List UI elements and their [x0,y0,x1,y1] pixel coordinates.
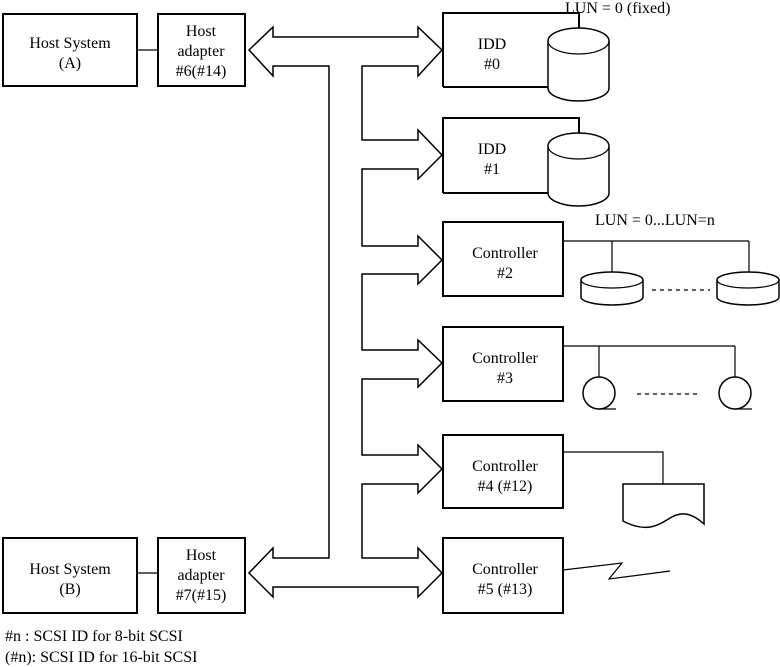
controller-5-label: Controller [472,561,538,578]
host-system-a: Host System (A) [2,13,138,87]
disk-icon [580,271,644,306]
idd-1-label: IDD [478,141,506,158]
idd-1: IDD #1 [442,117,610,207]
legend-16bit: (#n): SCSI ID for 16-bit SCSI [5,649,197,666]
controller-5-id: #5 (#13) [478,581,533,598]
controller-3-id: #3 [497,370,513,387]
disk-icon [716,271,780,306]
host-adapter-a: Host adapter #6(#14) [157,13,246,87]
controller-3-label: Controller [472,350,538,367]
controller-2-id: #2 [497,265,513,282]
disk-icon [547,132,610,207]
host-system-a-label: Host System [29,35,111,52]
printer-icon [622,483,705,529]
host-adapter-b: Host adapter #7(#15) [157,537,246,614]
controller-2-label: Controller [472,245,538,262]
adapter-a-id: #6(#14) [176,63,227,80]
idd-0-label: IDD [478,36,506,53]
communication-line-icon [562,562,671,580]
legend-8bit: #n : SCSI ID for 8-bit SCSI [5,628,183,645]
scsi-bus [247,25,444,599]
lun-fixed-label: LUN = 0 (fixed) [565,0,670,17]
idd-1-id: #1 [484,161,500,178]
disk-icon [547,27,610,102]
adapter-a-line2: adapter [177,43,225,60]
host-system-b-label: Host System [29,561,111,578]
adapter-b-line1: Host [186,547,217,564]
idd-0: IDD #0 [442,12,610,102]
tape-icon [582,376,616,410]
adapter-a-line1: Host [186,23,217,40]
lun-range-label: LUN = 0...LUN=n [595,212,715,229]
controller-4-label: Controller [472,458,538,475]
controller-4: Controller #4 (#12) [442,434,564,509]
idd-0-id: #0 [484,56,500,73]
adapter-b-id: #7(#15) [176,587,227,604]
controller-2: Controller #2 [442,221,564,297]
host-system-b-id: (B) [59,581,80,598]
controller-4-id: #4 (#12) [478,478,533,495]
controller-3: Controller #3 [442,326,564,402]
adapter-b-line2: adapter [177,567,225,584]
host-system-b: Host System (B) [2,537,138,614]
host-system-a-id: (A) [59,55,81,72]
tape-icon [718,376,752,410]
controller-5: Controller #5 (#13) [442,537,564,614]
